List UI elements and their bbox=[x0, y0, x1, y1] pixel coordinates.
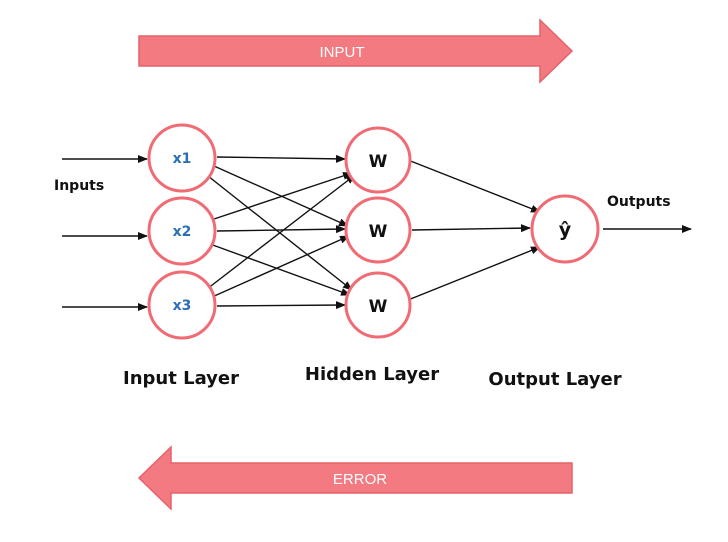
output-layer-label: Output Layer bbox=[488, 369, 621, 390]
hidden-layer-label: Hidden Layer bbox=[305, 364, 439, 385]
error-direction-arrow: ERROR bbox=[137, 445, 573, 511]
hidden-node-3: W bbox=[344, 271, 412, 339]
input-direction-arrow: INPUT bbox=[138, 18, 574, 84]
hidden-node-label: W bbox=[369, 152, 388, 172]
input-node-x2: x2 bbox=[147, 196, 217, 266]
hidden-node-1: W bbox=[344, 126, 412, 194]
input-node-label: x1 bbox=[173, 151, 192, 167]
output-node-label: ŷ bbox=[559, 219, 572, 241]
hidden-output-connections bbox=[407, 159, 541, 301]
input-node-x3: x3 bbox=[147, 270, 217, 340]
incoming-input-lines bbox=[62, 155, 148, 311]
output-node: ŷ bbox=[530, 194, 600, 264]
input-hidden-connections bbox=[206, 154, 356, 310]
input-node-x1: x1 bbox=[147, 123, 217, 193]
hidden-node-2: W bbox=[344, 196, 412, 264]
input-layer-label: Input Layer bbox=[123, 368, 239, 389]
outputs-label: Outputs bbox=[607, 194, 671, 210]
input-node-label: x3 bbox=[173, 298, 192, 314]
input-node-label: x2 bbox=[173, 224, 192, 240]
hidden-node-label: W bbox=[369, 222, 388, 242]
error-arrow-label: ERROR bbox=[333, 471, 387, 488]
inputs-label: Inputs bbox=[54, 178, 104, 194]
input-arrow-label: INPUT bbox=[320, 44, 365, 61]
hidden-node-label: W bbox=[369, 297, 388, 317]
